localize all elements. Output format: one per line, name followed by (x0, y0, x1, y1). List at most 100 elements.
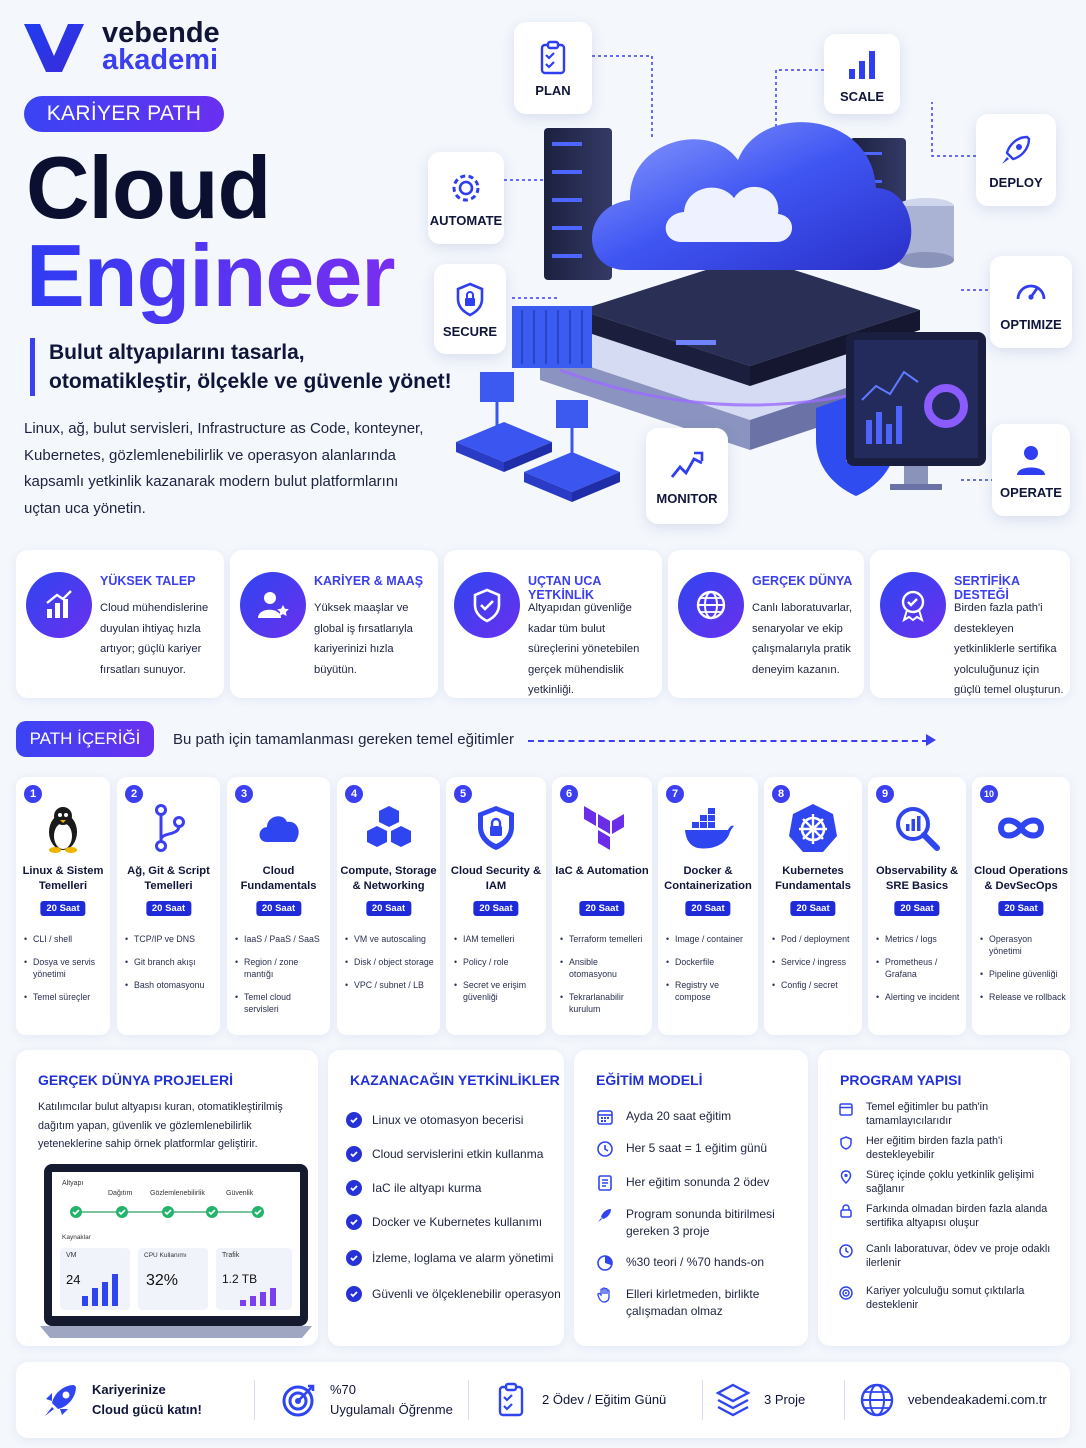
feature-title: UÇTAN UCA YETKİNLİK (528, 574, 601, 602)
shield-icon (840, 1136, 852, 1150)
course-hours: 20 Saat (894, 901, 940, 916)
infinity-icon (997, 817, 1045, 839)
monitor-tag: MONITOR (646, 428, 728, 524)
brand-line2: akademi (102, 44, 219, 76)
course-card[interactable]: 4 Compute, Storage & Networking 20 Saat … (337, 777, 440, 1035)
cubes-icon (366, 806, 411, 847)
check-icon (346, 1250, 362, 1266)
website-link[interactable]: vebendeakademi.com.tr (908, 1392, 1047, 1407)
globe-icon (678, 572, 744, 638)
linux-penguin-icon (49, 807, 77, 853)
program-structure-panel: PROGRAM YAPISI Temel eğitimler bu path'i… (818, 1050, 1070, 1346)
speedometer-icon (1016, 284, 1046, 300)
course-card[interactable]: 1 Linux & Sistem Temelleri 20 Saat CLI /… (16, 777, 110, 1035)
edu-item: Ayda 20 saat eğitim (596, 1108, 731, 1126)
skill-text: Linux ve otomasyon becerisi (372, 1113, 524, 1127)
clipboard-icon (540, 40, 566, 74)
intro-text: Linux, ağ, bulut servisleri, Infrastruct… (24, 420, 424, 517)
course-card[interactable]: 7 Docker & Containerization 20 Saat Imag… (658, 777, 758, 1035)
gear-icon (452, 174, 480, 201)
course-number: 4 (345, 785, 363, 803)
deploy-label: DEPLOY (989, 174, 1043, 190)
course-hours: 20 Saat (579, 901, 625, 916)
course-card[interactable]: 6 IaC & Automation 20 Saat Terraform tem… (552, 777, 652, 1035)
dash-resources-label: Kaynaklar (62, 1234, 91, 1241)
course-topic: Metrics / logs (876, 933, 962, 945)
globe-icon (860, 1383, 894, 1417)
course-hours: 20 Saat (40, 901, 86, 916)
skill-text: Docker ve Kubernetes kullanımı (372, 1215, 543, 1229)
clipboard-icon (498, 1382, 524, 1417)
edu-item: Her eğitim sonunda 2 ödev (596, 1174, 769, 1192)
check-icon (346, 1146, 362, 1162)
feature-title: GERÇEK DÜNYA (752, 574, 853, 588)
footer-homework-text: 2 Ödev / Eğitim Günü (542, 1392, 667, 1407)
dash-cpu-label: CPU Kullanımı (144, 1252, 187, 1259)
edu-item: Elleri kirletmeden, birlikte çalışmadan … (596, 1286, 796, 1320)
course-topic: Registry ve compose (666, 979, 754, 1003)
growth-chart-icon (26, 572, 92, 638)
course-number: 2 (125, 785, 143, 803)
skill-item: İzleme, loglama ve alarm yönetimi (346, 1250, 553, 1266)
skill-item: Cloud servislerini etkin kullanma (346, 1146, 543, 1162)
course-card[interactable]: 9 Observability & SRE Basics 20 Saat Met… (868, 777, 966, 1035)
course-topic: Image / container (666, 933, 754, 945)
edu-item: %30 teori / %70 hands-on (596, 1254, 764, 1272)
feature-text: Birden fazla path'i destekleyen yetkinli… (954, 602, 1064, 696)
course-number: 3 (235, 785, 253, 803)
program-text: Süreç içinde çoklu yetkinlik gelişimi sa… (866, 1169, 1035, 1195)
footer-website[interactable]: vebendeakademi.com.tr (858, 1362, 1047, 1438)
feature-card-career: KARİYER & MAAŞ Yüksek maaşlar ve global … (230, 550, 438, 698)
course-card[interactable]: 10 Cloud Operations & DevSecOps 20 Saat … (972, 777, 1070, 1035)
course-name: Docker & Containerization (664, 865, 752, 892)
course-card[interactable]: 5 Cloud Security & IAM 20 Saat IAM temel… (446, 777, 546, 1035)
path-subtitle: Bu path için tamamlanması gereken temel … (173, 731, 514, 748)
course-number: 6 (560, 785, 578, 803)
course-hours: 20 Saat (790, 901, 836, 916)
career-path-badge: KARİYER PATH (24, 96, 224, 132)
footer-divider (254, 1380, 255, 1420)
feature-text: Cloud mühendislerine duyulan ihtiyaç hız… (100, 602, 209, 676)
course-card[interactable]: 2 Ağ, Git & Script Temelleri 20 Saat TCP… (117, 777, 220, 1035)
kubernetes-icon (789, 804, 837, 852)
edu-text: Her 5 saat = 1 eğitim günü (626, 1141, 768, 1155)
monitor-label: MONITOR (656, 490, 718, 506)
secure-label: SECURE (442, 323, 498, 339)
pin-icon (840, 1170, 852, 1185)
course-topics: TCP/IP ve DNS Git branch akışı Bash otom… (125, 933, 216, 1002)
course-card[interactable]: 3 Cloud Fundamentals 20 Saat IaaS / PaaS… (227, 777, 330, 1035)
course-topic: Temel süreçler (24, 991, 106, 1003)
dash-cpu-value: 32% (146, 1272, 179, 1289)
course-card[interactable]: 8 Kubernetes Fundamentals 20 Saat Pod / … (764, 777, 862, 1035)
user-icon (1017, 445, 1045, 475)
feature-title: KARİYER & MAAŞ (314, 574, 424, 588)
arrow-right-icon (926, 734, 936, 746)
feature-text: Canlı laboratuvarlar, senaryolar ve ekip… (752, 602, 853, 676)
feature-title: SERTİFİKA DESTEĞİ (954, 574, 1020, 602)
laptop-icon (40, 1164, 312, 1338)
feature-card-real-world: GERÇEK DÜNYA Canlı laboratuvarlar, senar… (668, 550, 864, 698)
optimize-tag: OPTIMIZE (990, 256, 1072, 348)
program-text: Kariyer yolculuğu somut çıktılarla deste… (866, 1285, 1025, 1311)
course-number: 7 (666, 785, 684, 803)
course-topic: Config / secret (772, 979, 858, 991)
skill-item: Linux ve otomasyon becerisi (346, 1112, 523, 1128)
edu-text: Her eğitim sonunda 2 ödev (626, 1175, 770, 1189)
course-topic: Release ve rollback (980, 991, 1066, 1003)
course-number: 8 (772, 785, 790, 803)
calendar-icon (839, 1103, 853, 1116)
panel-title: KAZANACAĞIN YETKİNLİKLER (350, 1072, 560, 1088)
program-text: Her eğitim birden fazla path'i destekley… (866, 1135, 1003, 1161)
course-hours: 20 Saat (255, 901, 302, 916)
course-topics: Operasyon yönetimi Pipeline güvenliği Re… (980, 933, 1066, 1014)
course-hours: 20 Saat (145, 901, 192, 916)
cloud-icon (259, 816, 299, 842)
feature-text: Yüksek maaşlar ve global iş fırsatlarıyl… (314, 602, 413, 676)
course-topic: TCP/IP ve DNS (125, 933, 216, 945)
shield-check-icon (454, 572, 520, 638)
feature-text: Altyapıdan güvenliğe kadar tüm bulut sür… (528, 602, 640, 696)
footer-cta-line1: Kariyerinize (92, 1382, 166, 1397)
course-topic: Alerting ve incident (876, 991, 962, 1003)
